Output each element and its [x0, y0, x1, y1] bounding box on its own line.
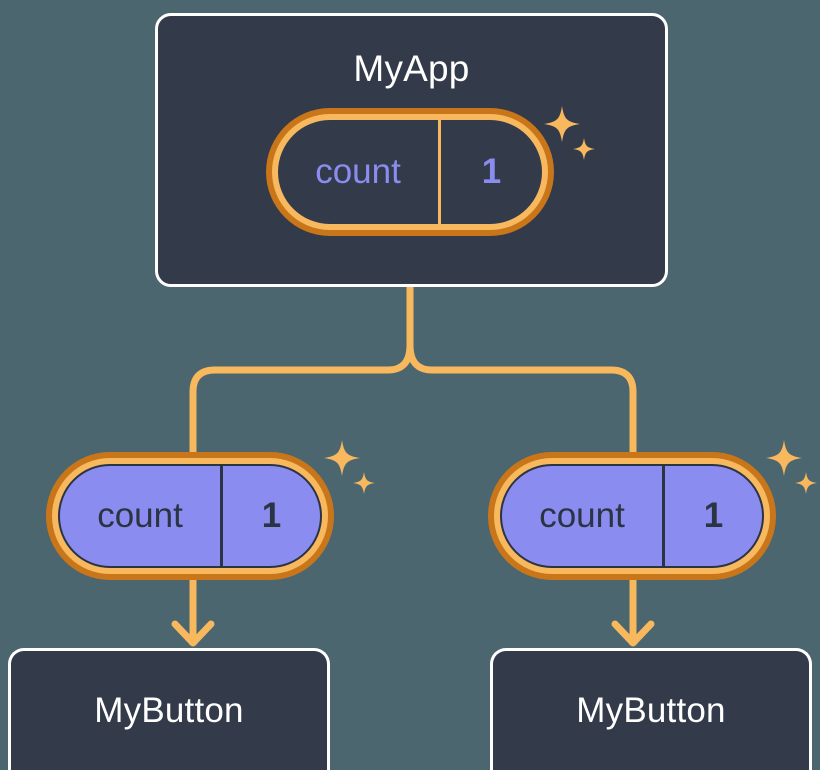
state-pill-ring-inner: count 1: [52, 458, 328, 574]
sparkle-small-glyph: [795, 472, 817, 494]
state-pill-value: 1: [438, 120, 542, 224]
state-pill-left[interactable]: count 1: [46, 452, 334, 580]
myapp-card-title: MyApp: [353, 48, 470, 89]
sparkle-large-glyph: [324, 440, 360, 476]
state-pill-face: count 1: [58, 464, 322, 568]
state-pill-ring-inner: count 1: [494, 458, 770, 574]
sparkle-small-glyph: [353, 472, 375, 494]
state-pill-face: count 1: [500, 464, 764, 568]
state-pill-value: 1: [662, 466, 762, 566]
mybutton-card-right[interactable]: MyButton: [490, 648, 812, 770]
state-pill-right[interactable]: count 1: [488, 452, 776, 580]
sparkle-large-glyph: [766, 440, 802, 476]
state-pill-face: count 1: [278, 120, 542, 224]
state-pill-key: count: [315, 152, 401, 191]
arrow-down-icon-left: [171, 572, 215, 647]
state-pill-value: 1: [220, 466, 320, 566]
state-pill-key: count: [97, 496, 183, 535]
mybutton-card-title: MyButton: [94, 691, 244, 730]
mybutton-card-left[interactable]: MyButton: [8, 648, 330, 770]
state-pill-ring-inner: count 1: [272, 114, 548, 230]
mybutton-card-title: MyButton: [576, 691, 726, 730]
arrow-down-icon-right: [611, 572, 655, 647]
state-pill-myapp[interactable]: count 1: [266, 108, 554, 236]
state-pill-key: count: [539, 496, 625, 535]
